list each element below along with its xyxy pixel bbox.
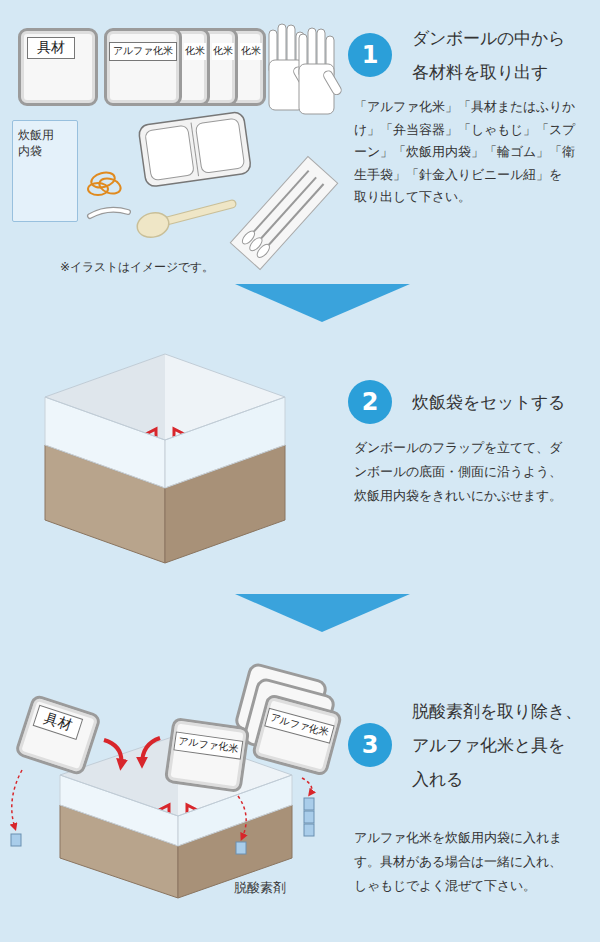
bag-side [165, 397, 285, 488]
rice-bag: 炊飯用 内袋 [12, 120, 78, 222]
package-label: 具材 [27, 37, 75, 59]
food-package: アルファ化米 [251, 693, 343, 777]
step-heading: ダンボールの中から 各材料を取り出す [412, 21, 600, 89]
bento-container [138, 111, 252, 187]
food-package: アルファ化米 [104, 28, 182, 106]
step-description-box: ダンボールのフラップを立てて、ダ ンボールの底面・側面に沿うよう、 炊飯用内袋を… [354, 436, 594, 508]
oxygen-absorber [304, 798, 314, 810]
step-description-box: アルファ化米を炊飯用内袋に入れま す。具材がある場合は一緒に入れ、 しゃもじでよ… [354, 826, 594, 898]
rubber-band [97, 176, 122, 197]
bento-tray [138, 111, 252, 187]
rubber-band [88, 183, 108, 195]
part-label: 脱酸素剤 [234, 880, 304, 896]
package-label: アルファ化米 [173, 731, 243, 759]
spoon-handle [261, 177, 316, 238]
step-arrow [235, 594, 410, 632]
step-description: アルファ化米を炊飯用内袋に入れま す。具材がある場合は一緒に入れ、 しゃもじでよ… [354, 826, 594, 898]
bag-rim [45, 354, 285, 440]
packet [230, 157, 337, 270]
oxygen-absorber [304, 811, 314, 823]
oxygen-absorber [236, 842, 246, 854]
note-text: ※イラストはイメージです。 [60, 258, 280, 276]
package-label: 化米 [240, 43, 262, 60]
note-text-box: ※イラストはイメージです。 [60, 258, 280, 276]
spoon-bowl [255, 242, 272, 259]
part-label-box: 脱酸素剤 [234, 880, 304, 896]
step-description-box: 「アルファ化米」「具材またはふりか け」「弁当容器」「しゃもじ」「スプ ーン」「… [354, 96, 594, 209]
food-package: 具材 [18, 28, 98, 106]
spoon-handle [269, 184, 324, 245]
step-number: 2 [348, 380, 392, 424]
food-package: 具材 [14, 693, 102, 776]
step-heading: 脱酸素剤を取り除き、 アルファ化米と具を 入れる [412, 694, 600, 796]
package-label: アルファ化米 [109, 42, 177, 61]
rice-paddle-handle [163, 204, 232, 222]
step-number-circle: 3脱酸素剤を取り除き、 アルファ化米と具を 入れる [348, 723, 392, 767]
step-number: 1 [348, 33, 392, 77]
glove [299, 28, 343, 114]
insert-arrow [142, 738, 160, 764]
rice-paddle-head [135, 209, 172, 240]
step-description: ダンボールのフラップを立てて、ダ ンボールの底面・側面に沿うよう、 炊飯用内袋を… [354, 436, 594, 508]
remove-arrow [238, 796, 246, 838]
spoon-handle [254, 171, 309, 232]
bento-hinge [191, 123, 199, 176]
bento-compartment [195, 118, 245, 173]
step-arrow [235, 284, 410, 322]
step-heading: 炊飯袋をセットする [412, 385, 600, 419]
package-label: 化米 [184, 43, 206, 60]
step-number-circle: 2炊飯袋をセットする [348, 380, 392, 424]
step-number-circle: 1ダンボールの中から 各材料を取り出す [348, 33, 392, 77]
remove-arrow [302, 778, 312, 794]
package-label: 化米 [212, 43, 234, 60]
step-number: 3 [348, 723, 392, 767]
insert-arrow [104, 740, 121, 766]
oxygen-absorber [304, 824, 314, 836]
bag-side [45, 397, 165, 488]
rice-paddle-handle [163, 204, 232, 222]
package-label: アルファ化米 [264, 708, 334, 743]
bag-label: 炊飯用 内袋 [13, 121, 68, 159]
twist-tie [90, 210, 128, 216]
twist-tie [90, 210, 128, 216]
bag-side [60, 775, 178, 846]
oxygen-absorber [11, 834, 21, 846]
bento-compartment [145, 125, 195, 180]
step-description: 「アルファ化米」「具材またはふりか け」「弁当容器」「しゃもじ」「スプ ーン」「… [354, 96, 594, 209]
spoon-packet [230, 157, 337, 270]
food-package: アルファ化米 [164, 717, 250, 793]
remove-arrow [12, 770, 22, 828]
cardboard-box [45, 354, 285, 563]
package-label: 具材 [33, 705, 83, 740]
